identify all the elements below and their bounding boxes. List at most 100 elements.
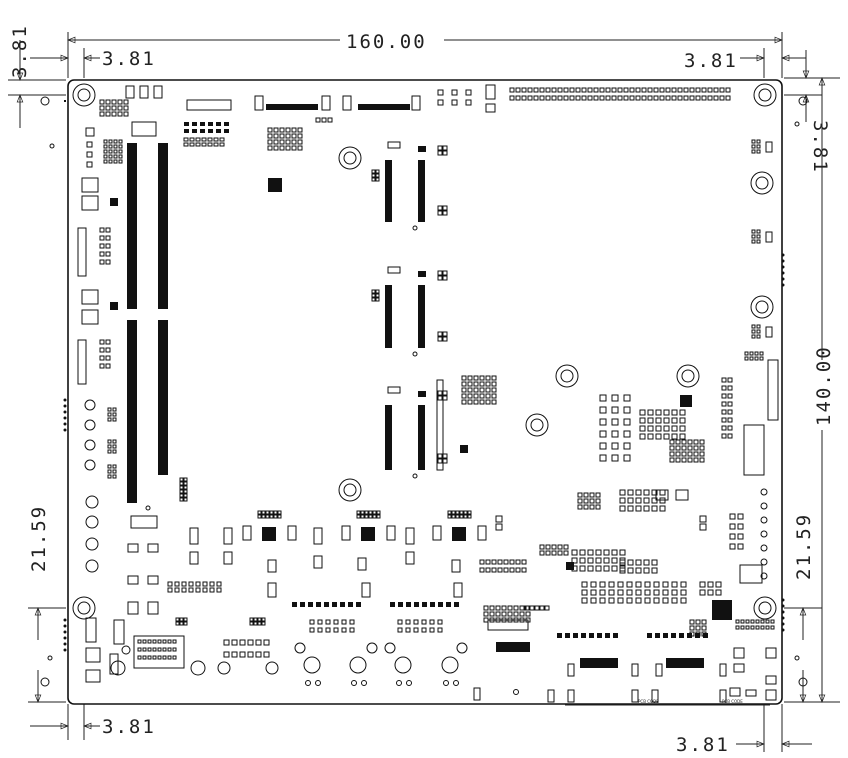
pad-group xyxy=(669,451,675,457)
pad-group xyxy=(479,559,485,565)
pad-group xyxy=(721,385,727,391)
pad-group xyxy=(707,589,714,596)
connector-block xyxy=(361,582,371,598)
pad-group xyxy=(639,425,646,432)
pad-group xyxy=(309,619,315,625)
connector-vertical xyxy=(743,424,765,476)
pad-group xyxy=(485,375,491,381)
pad-group xyxy=(619,489,626,496)
edge-dot xyxy=(63,398,67,402)
gpio-pin-header xyxy=(635,87,641,93)
pad-group xyxy=(587,557,594,564)
pad-group xyxy=(695,631,701,637)
pad-group xyxy=(751,234,756,239)
pad-group xyxy=(681,451,687,457)
pad-group xyxy=(317,619,323,625)
gpio-pin-header xyxy=(623,95,629,101)
pad-group xyxy=(701,625,707,631)
gpio-pin-header xyxy=(539,95,545,101)
pad-group xyxy=(597,633,602,638)
pad-group xyxy=(273,133,279,139)
pad-group xyxy=(608,597,615,604)
pad-group xyxy=(183,485,188,490)
edge-dot xyxy=(781,598,785,602)
via-hole xyxy=(396,680,402,686)
pad-group xyxy=(689,631,695,637)
pad-small xyxy=(733,647,745,659)
pad-group xyxy=(765,619,770,624)
pad-group xyxy=(291,145,297,151)
offset-top-right-v-label: 3.81 xyxy=(809,120,831,174)
pad-group xyxy=(108,139,113,144)
pad-group xyxy=(442,275,448,281)
pad-group xyxy=(513,605,519,611)
mounting-hole-top-right xyxy=(753,83,777,107)
pad-group xyxy=(759,356,764,361)
pad-group xyxy=(406,602,411,607)
pad-group xyxy=(413,619,419,625)
left-hole-spacing-label: 21.59 xyxy=(28,505,50,572)
gpio-pin-header xyxy=(617,87,623,93)
pad-group xyxy=(611,549,618,556)
pad-group xyxy=(219,142,225,147)
pad-group xyxy=(744,351,749,356)
mounting-hole-mid-4 xyxy=(676,364,700,388)
pad-group xyxy=(467,375,473,381)
pad-group xyxy=(581,589,588,596)
vga-pins xyxy=(142,647,147,652)
gpio-pin-header xyxy=(587,87,593,93)
gpio-pin-header xyxy=(521,95,527,101)
mounting-hole-right-2 xyxy=(750,295,774,319)
connector-strip xyxy=(77,339,87,385)
connector-block xyxy=(313,527,323,545)
edge-dot xyxy=(63,648,67,652)
pad-group xyxy=(583,504,589,510)
pad-circle xyxy=(760,502,768,510)
m2-pad xyxy=(418,391,426,397)
vga-pins xyxy=(157,655,162,660)
pad-group xyxy=(356,514,361,519)
gpio-pin-header xyxy=(563,95,569,101)
pad-group xyxy=(671,597,678,604)
pad-group xyxy=(643,497,650,504)
pad-group xyxy=(467,514,472,519)
pad-small xyxy=(765,647,777,659)
connector-block xyxy=(131,121,157,137)
pad-circle xyxy=(760,572,768,580)
pad-group xyxy=(619,549,626,556)
pad-group xyxy=(239,651,246,658)
pad-group xyxy=(429,619,435,625)
pad-group xyxy=(209,587,215,593)
pad-square xyxy=(110,302,118,310)
pad-group xyxy=(451,99,458,106)
pad-group xyxy=(639,433,646,440)
pad-group xyxy=(681,445,687,451)
pad-group xyxy=(595,504,601,510)
pad-group xyxy=(671,425,678,432)
pad-group xyxy=(529,605,535,611)
via-hole xyxy=(412,351,418,357)
pad-group xyxy=(105,339,111,345)
offset-top-left-v-label: 3.81 xyxy=(9,24,31,78)
pad-grid-circle xyxy=(611,418,619,426)
pad-group xyxy=(371,297,376,302)
pad-group xyxy=(113,139,118,144)
pad-group xyxy=(341,627,347,633)
pad-group xyxy=(273,514,278,519)
gpio-pin-header xyxy=(539,87,545,93)
pad-group xyxy=(113,149,118,154)
pad-group xyxy=(699,451,705,457)
pad-group xyxy=(327,117,333,123)
edge-dot xyxy=(63,630,67,634)
pad-small xyxy=(745,689,757,697)
gpio-pin-header xyxy=(611,95,617,101)
gpio-pin-header xyxy=(611,87,617,93)
pad-group xyxy=(208,122,213,126)
pad-group xyxy=(316,602,321,607)
pad-group xyxy=(213,142,219,147)
pad-group xyxy=(421,619,427,625)
edge-dot xyxy=(63,428,67,432)
pad-group xyxy=(447,510,452,515)
pad-group xyxy=(557,633,562,638)
pad-group xyxy=(479,375,485,381)
